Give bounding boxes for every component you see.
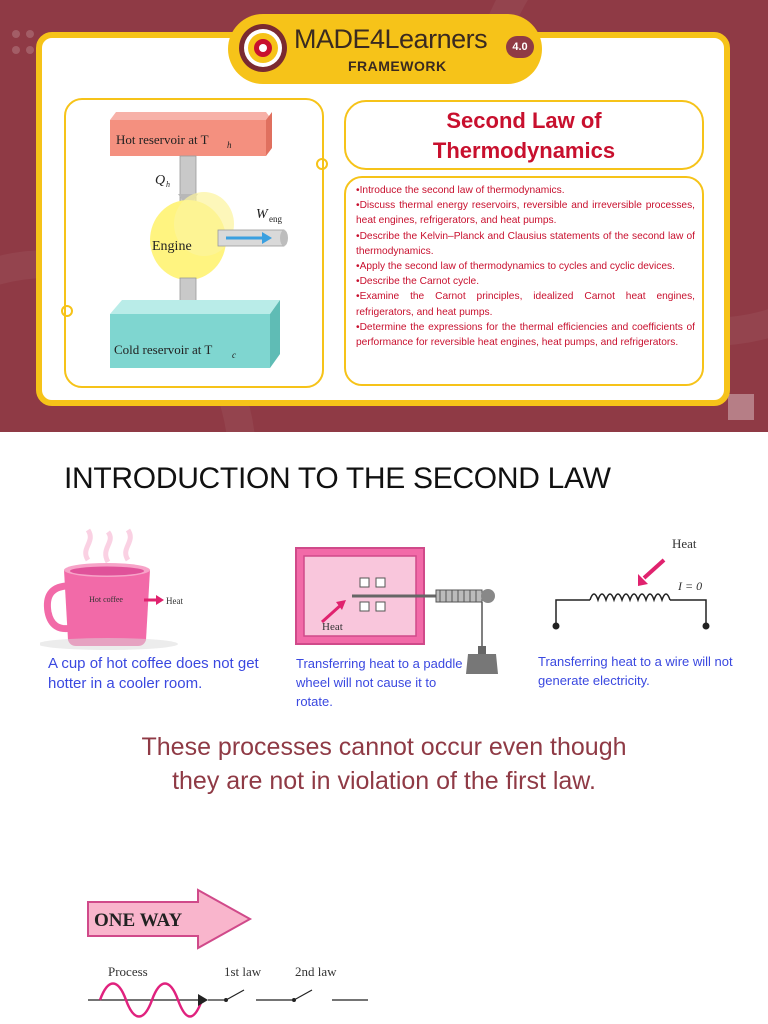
second-law-label: 2nd law [295, 964, 337, 979]
objective-item: •Describe the Kelvin–Planck and Clausius… [356, 230, 695, 257]
decor-square [728, 394, 754, 420]
wire-caption: Transferring heat to a wire will not gen… [538, 654, 733, 688]
version-badge: 4.0 [506, 36, 534, 58]
coffee-heat-label: Heat [166, 596, 183, 606]
conclusion-line1: These processes cannot occur even though [141, 733, 627, 761]
one-way-label: ONE WAY [94, 910, 182, 931]
one-way-arrow: ONE WAY [87, 888, 253, 950]
cold-reservoir-box [110, 314, 270, 368]
engine-figure-frame: Hot reservoir at T h Q h Engine W eng C [64, 98, 324, 388]
wire-current-label: I = 0 [677, 579, 702, 593]
work-sub: eng [269, 214, 282, 224]
objective-item: •Describe the Carnot cycle. [356, 276, 480, 288]
conclusion-line2: they are not in violation of the first l… [172, 767, 596, 795]
cold-reservoir-top [110, 300, 280, 314]
logo-subtitle: FRAMEWORK [348, 58, 447, 74]
paddle-caption: Transferring heat to a paddle wheel will… [296, 656, 463, 709]
first-law-label: 1st law [224, 964, 262, 979]
decor-dot [12, 46, 20, 54]
cold-reservoir-sub: c [232, 350, 236, 360]
wire-illustration: Heat I = 0 [552, 536, 710, 630]
lesson-title-line1: Second Law of [446, 108, 602, 133]
objective-item: •Introduce the second law of thermodynam… [356, 185, 565, 196]
logo-title: MADE4Learners [294, 24, 488, 54]
hot-reservoir-top [110, 112, 272, 120]
lesson-title-line2: Thermodynamics [432, 138, 616, 163]
heat-engine-diagram: Hot reservoir at T h Q h Engine W eng C [110, 112, 288, 368]
hot-reservoir-label: Hot reservoir at T [116, 132, 209, 147]
paddle-wheel-illustration: Heat [295, 547, 498, 674]
objective-item: •Examine the Carnot principles, idealize… [356, 291, 695, 318]
logo-badge: MADE4Learners FRAMEWORK 4.0 [228, 14, 542, 84]
engine-label: Engine [152, 239, 192, 254]
seal-icon [239, 24, 287, 72]
section-heading: INTRODUCTION TO THE SECOND LAW [64, 462, 611, 495]
decor-dot [26, 30, 34, 38]
work-label: W [256, 207, 269, 222]
objective-item: •Discuss thermal energy reservoirs, reve… [356, 200, 695, 227]
hot-reservoir-box [110, 120, 266, 156]
header-banner: MADE4Learners FRAMEWORK 4.0 Hot reservoi… [0, 0, 768, 432]
coffee-cup-illustration: Hot coffee Heat [40, 528, 183, 650]
coffee-label: Hot coffee [89, 595, 123, 604]
objectives-box: •Introduce the second law of thermodynam… [344, 176, 704, 386]
process-label: Process [108, 964, 148, 979]
heat-in-sub: h [166, 180, 170, 189]
wire-heat-label: Heat [672, 536, 697, 551]
paddle-heat-label: Heat [322, 621, 343, 633]
process-diagram: Process 1st law 2nd law [88, 964, 368, 1018]
decor-dot [26, 46, 34, 54]
heat-in-label: Q [155, 173, 165, 188]
cold-reservoir-label: Cold reservoir at T [114, 342, 212, 357]
lesson-title-box: Second Law of Thermodynamics [344, 100, 704, 170]
decor-dot [12, 30, 20, 38]
objective-item: •Apply the second law of thermodynamics … [356, 261, 675, 273]
conclusion-text: These processes cannot occur even though… [0, 730, 768, 798]
objective-item: •Determine the expressions for the therm… [356, 321, 695, 349]
hot-reservoir-sub: h [227, 140, 232, 150]
coffee-caption: A cup of hot coffee does not get hotter … [48, 655, 259, 692]
